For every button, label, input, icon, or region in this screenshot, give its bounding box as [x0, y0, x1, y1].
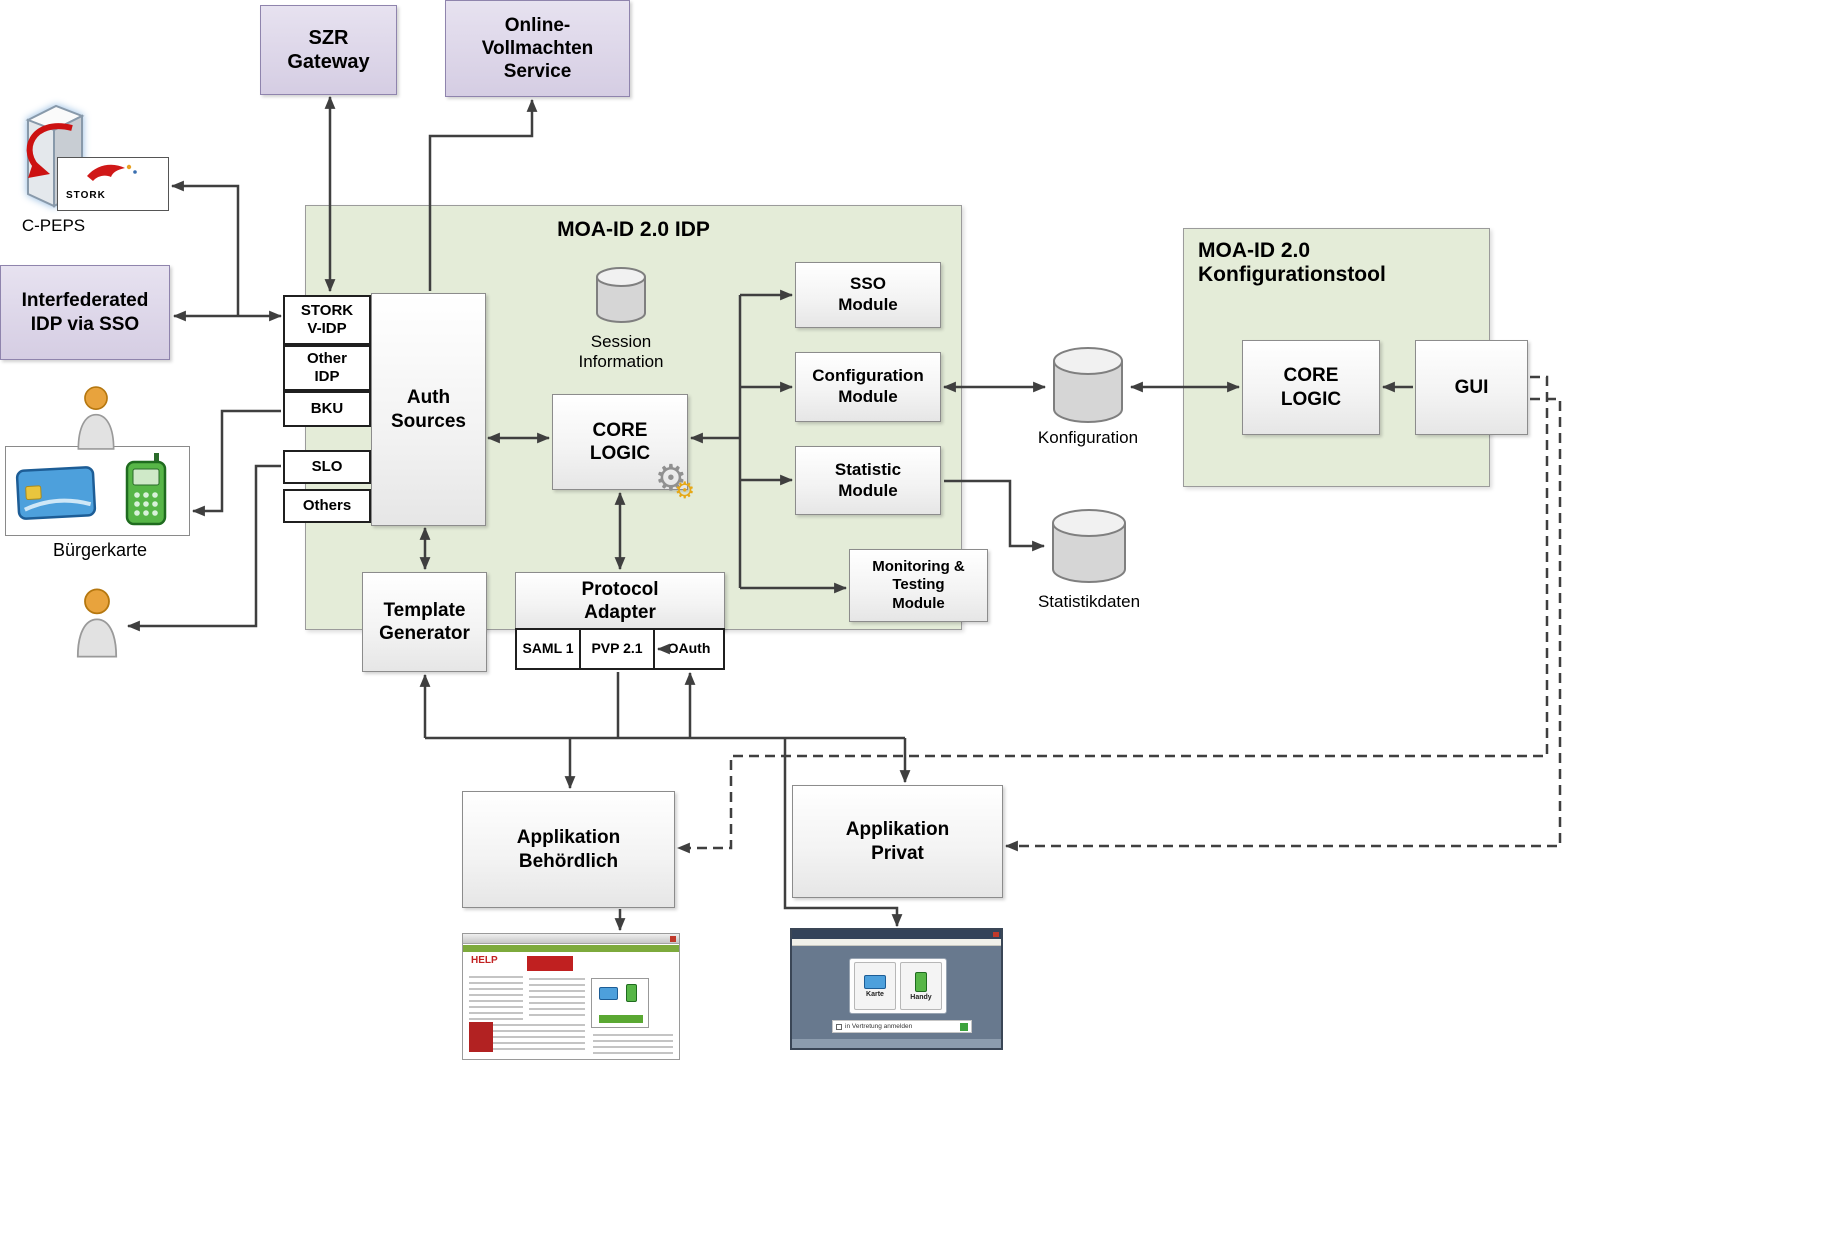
- window-menubar: [792, 939, 1001, 946]
- konfigtool-title: MOA-ID 2.0 Konfigurationstool: [1198, 239, 1386, 286]
- oauth-box: OAuth: [653, 628, 725, 670]
- statistic-module-box: Statistic Module: [795, 446, 941, 515]
- gui-box: GUI: [1415, 340, 1528, 435]
- session-information-label: Session Information: [578, 332, 664, 372]
- close-icon: [993, 932, 999, 937]
- configuration-module-box: Configuration Module: [795, 352, 941, 422]
- window-footer: [792, 1039, 1001, 1048]
- auth-sources-box: Auth Sources: [371, 293, 486, 526]
- citizen-icon: [77, 386, 115, 450]
- template-generator-box: Template Generator: [362, 572, 487, 672]
- help-header-band: [463, 945, 679, 952]
- session-information-db-icon: [596, 267, 646, 323]
- help-website-screenshot: HELP: [462, 933, 680, 1060]
- applikation-behoerdlich-box: Applikation Behördlich: [462, 791, 675, 908]
- idp-core-logic-box: CORE LOGIC ⚙ ⚙: [552, 394, 695, 503]
- konfiguration-label: Konfiguration: [1037, 428, 1139, 447]
- mobile-phone-icon: [125, 453, 167, 526]
- text-column: [529, 978, 585, 1018]
- smartcard-icon: [15, 466, 97, 520]
- sso-module-box: SSO Module: [795, 262, 941, 328]
- karte-button: Karte: [854, 962, 896, 1010]
- help-red-logo: [527, 956, 573, 971]
- slo-box: SLO: [283, 450, 371, 484]
- window-titlebar: [792, 930, 1001, 939]
- others-box: Others: [283, 489, 371, 523]
- mini-card-icon: [599, 987, 618, 1000]
- close-icon: [670, 936, 676, 942]
- text-column: [499, 1024, 585, 1054]
- idp-core-logic-label: CORE LOGIC: [589, 419, 651, 464]
- buergerkarte-label: Bürgerkarte: [52, 540, 148, 560]
- login-dialog-screenshot: Karte Handy in Vertretung anmelden: [790, 928, 1003, 1050]
- interfederated-idp-box: Interfederated IDP via SSO: [0, 265, 170, 360]
- monitoring-module-box: Monitoring & Testing Module: [849, 549, 988, 622]
- applikation-privat-box: Applikation Privat: [792, 785, 1003, 898]
- online-vollmachten-box: Online- Vollmachten Service: [445, 0, 630, 97]
- vertretung-checkbox-row: in Vertretung anmelden: [832, 1020, 972, 1033]
- checkbox-icon: [836, 1023, 842, 1030]
- statistikdaten-label: Statistikdaten: [1037, 592, 1141, 611]
- handy-label: Handy: [910, 993, 932, 1001]
- phone-icon: [915, 971, 927, 992]
- stork-label: STORK: [66, 190, 106, 201]
- saml1-box: SAML 1: [515, 628, 581, 670]
- vertretung-label: in Vertretung anmelden: [845, 1023, 913, 1030]
- login-panel: Karte Handy: [849, 958, 947, 1014]
- stork-vidp-box: STORK V-IDP: [283, 295, 371, 345]
- statistikdaten-db-icon: [1052, 509, 1126, 583]
- mini-login-button: [599, 1015, 643, 1023]
- stork-logo-box: STORK: [57, 157, 169, 211]
- protocol-adapter-box: Protocol Adapter: [515, 572, 725, 630]
- green-check-icon: [960, 1022, 968, 1031]
- bku-box: BKU: [283, 391, 371, 427]
- browser-titlebar: [463, 934, 679, 944]
- mini-login-widget: [591, 978, 649, 1028]
- help-red-teaser: [469, 1022, 493, 1052]
- handy-button: Handy: [900, 962, 942, 1010]
- citizen-icon-2: [76, 588, 118, 658]
- buergerkarte-box: [5, 446, 190, 536]
- card-icon: [864, 974, 886, 989]
- idp-title: MOA-ID 2.0 IDP: [557, 218, 710, 241]
- help-logo-text: HELP: [471, 955, 498, 966]
- karte-label: Karte: [866, 990, 884, 998]
- stork-bird-icon: [87, 164, 137, 181]
- konfigtool-core-logic-box: CORE LOGIC: [1242, 340, 1380, 435]
- cpeps-label: C-PEPS: [21, 216, 86, 235]
- mini-phone-icon: [626, 984, 637, 1002]
- other-idp-box: Other IDP: [283, 345, 371, 391]
- text-column: [593, 1034, 673, 1056]
- szr-gateway-box: SZR Gateway: [260, 5, 397, 95]
- gear-icon-small: ⚙: [674, 478, 695, 504]
- konfiguration-db-icon: [1053, 347, 1123, 423]
- pvp21-box: PVP 2.1: [579, 628, 655, 670]
